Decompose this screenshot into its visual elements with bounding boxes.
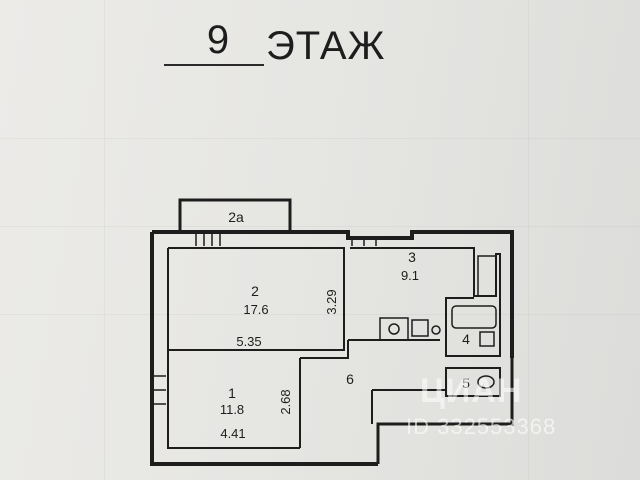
room-2-width: 5.35 (236, 334, 261, 349)
outer-wall-top (152, 230, 514, 358)
stove-burner (388, 323, 400, 335)
bathroom-sink (479, 331, 495, 347)
outer-wall-left-bottom (150, 232, 378, 466)
floor-number: 9 (206, 18, 230, 62)
floor-number-underline (164, 64, 264, 66)
stove (379, 317, 409, 341)
room-6-number: 6 (346, 371, 354, 387)
room5-walls (445, 367, 501, 397)
room-3-number: 3 (408, 249, 416, 265)
watermark-logo: ЦИАН (420, 372, 523, 410)
room-3-area: 9.1 (401, 268, 419, 283)
room-2-number: 2 (251, 283, 259, 299)
toilet (477, 375, 495, 389)
window-room3 (351, 238, 377, 246)
corridor-wall (300, 340, 349, 359)
room-1-number: 1 (228, 385, 236, 401)
watermark-id: ID 332553368 (406, 414, 557, 439)
window-room1 (154, 375, 166, 405)
room3-walls (350, 247, 501, 357)
room-4-number: 4 (462, 331, 470, 347)
room-5-number: 5 (462, 375, 470, 391)
room-2a-number: 2а (228, 209, 244, 225)
ventilation-shaft (477, 255, 497, 297)
bathtub (451, 305, 497, 329)
kitchen-drain (431, 325, 441, 335)
window-room2 (195, 234, 221, 246)
floor-label: ЭТАЖ (266, 24, 386, 68)
kitchen-sink (411, 319, 429, 337)
room2-walls (168, 247, 345, 351)
room-1-width: 4.41 (220, 426, 245, 441)
room-1-area: 11.8 (220, 402, 244, 417)
room-2-depth: 3.29 (324, 289, 339, 314)
inner-wall-left (167, 248, 300, 449)
walls (150, 198, 514, 466)
room-2-area: 17.6 (243, 302, 268, 317)
room-1-depth: 2.68 (278, 389, 293, 414)
outer-wall-right (376, 358, 514, 464)
